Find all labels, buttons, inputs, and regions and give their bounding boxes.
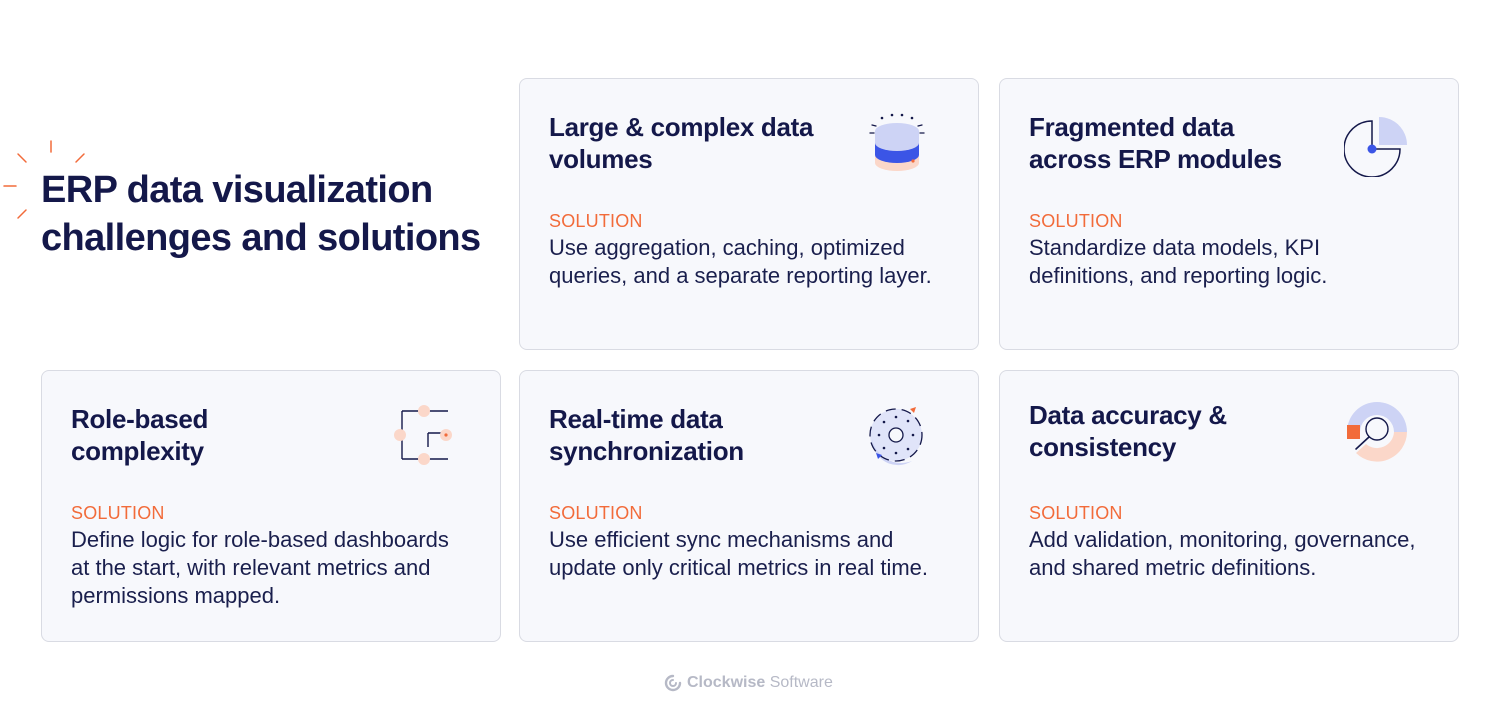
solution-text: Standardize data models, KPI definitions… [1029, 235, 1328, 288]
solution-label: SOLUTION [1029, 211, 1123, 231]
card-title: Large & complex data volumes [549, 111, 849, 175]
title-block: ERP data visualization challenges and so… [0, 130, 510, 270]
solution-text: Use efficient sync mechanisms and update… [549, 527, 929, 580]
card-title-line-2: complexity [71, 436, 204, 466]
challenge-card-real-time-sync: Real-time data synchronization SOLUTION … [519, 370, 979, 642]
brand-name-bold: Clockwise [687, 674, 766, 691]
solution-label: SOLUTION [549, 503, 643, 523]
hierarchy-icon [394, 405, 452, 465]
card-title-line-2: synchronization [549, 436, 744, 466]
card-title-line-2: across ERP modules [1029, 144, 1282, 174]
card-title-line-2: volumes [549, 144, 653, 174]
page-title-line-2: challenges and solutions [41, 217, 481, 259]
solution-text: Use aggregation, caching, optimized quer… [549, 235, 932, 288]
challenge-card-data-volumes: Large & complex data volumes SOLUTION Us… [519, 78, 979, 350]
page-title-line-1: ERP data visualization [41, 169, 433, 211]
card-title-line-1: Fragmented data [1029, 112, 1234, 142]
challenge-card-role-based: Role-based complexity SOLUTION Define lo… [41, 370, 501, 642]
solution-label: SOLUTION [71, 503, 165, 523]
solution-text: Define logic for role-based dashboards a… [71, 527, 449, 608]
clockwise-logo-icon [664, 674, 682, 692]
card-title-line-1: Role-based [71, 404, 209, 434]
card-title-line-1: Real-time data [549, 404, 723, 434]
magnifier-donut-icon [1347, 402, 1407, 462]
solution-label: SOLUTION [1029, 503, 1123, 523]
card-title-line-1: Data accuracy & [1029, 400, 1227, 430]
solution-text: Add validation, monitoring, governance, … [1029, 527, 1416, 580]
page-title: ERP data visualization challenges and so… [41, 166, 481, 262]
card-title: Fragmented data across ERP modules [1029, 111, 1329, 175]
solution-label: SOLUTION [549, 211, 643, 231]
challenge-card-data-accuracy: Data accuracy & consistency SOLUTION Add… [999, 370, 1459, 642]
card-title: Real-time data synchronization [549, 403, 849, 467]
card-title-line-1: Large & complex data [549, 112, 814, 142]
footer-brand: Clockwise Software [664, 672, 844, 694]
challenge-card-fragmented-data: Fragmented data across ERP modules SOLUT… [999, 78, 1459, 350]
brand-name-light: Software [769, 674, 833, 691]
card-title: Role-based complexity [71, 403, 371, 467]
database-icon [869, 113, 925, 171]
card-title-line-2: consistency [1029, 432, 1176, 462]
card-title: Data accuracy & consistency [1029, 399, 1329, 463]
pie-segment-icon [1344, 117, 1407, 177]
sync-icon [869, 407, 923, 466]
sparkle-burst-icon [3, 140, 85, 219]
